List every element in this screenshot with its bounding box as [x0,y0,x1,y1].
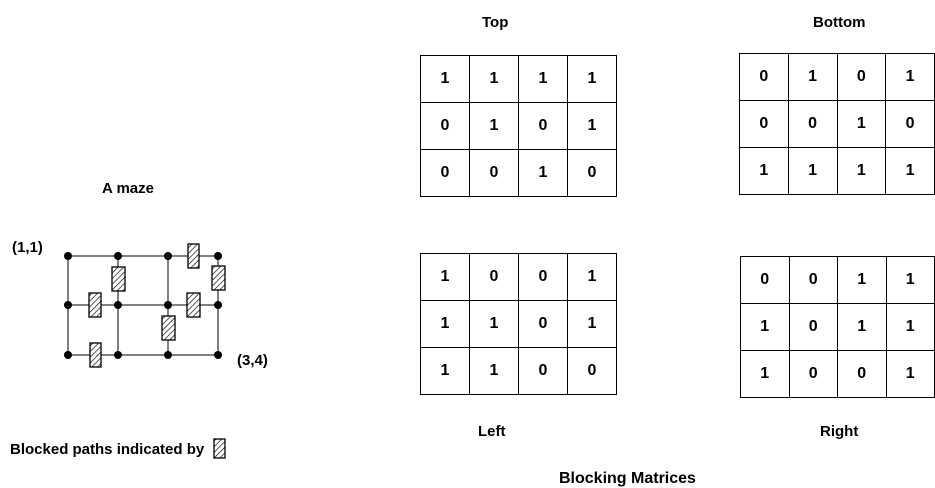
right-matrix: 0 0 1 1 1 0 1 1 1 0 0 1 [740,256,935,398]
legend-text: Blocked paths indicated by [10,440,205,458]
blocked-path-marker [89,342,102,368]
matrix-cell: 1 [469,102,519,150]
matrix-cell: 0 [788,303,838,351]
matrix-cell: 1 [885,303,935,351]
matrix-cell: 1 [885,53,935,101]
matrix-cell: 1 [420,55,470,103]
matrix-row: 0 0 1 0 [739,100,935,148]
matrix-cell: 1 [837,256,887,304]
matrix-row: 0 1 0 1 [739,53,935,101]
matrix-cell: 0 [567,149,617,197]
matrix-cell: 1 [787,147,838,195]
end-label: (3,4) [237,352,268,369]
top-matrix: 1 1 1 1 0 1 0 1 0 0 1 0 [420,55,617,197]
maze-node [64,351,72,359]
matrix-cell: 0 [518,102,568,150]
maze-node [114,252,122,260]
matrix-cell: 1 [740,350,790,398]
maze-node [214,252,222,260]
matrix-cell: 1 [739,147,789,195]
maze-nodes [64,252,222,359]
bottom-matrix-label: Bottom [813,14,866,31]
bottom-matrix: 0 1 0 1 0 0 1 0 1 1 1 1 [739,53,935,195]
maze-node [214,301,222,309]
matrix-cell: 1 [740,303,790,351]
matrix-row: 0 1 0 1 [420,102,617,150]
matrix-cell: 1 [420,300,470,348]
blocked-path-marker [187,243,200,269]
matrix-cell: 0 [518,253,568,301]
matrix-cell: 0 [518,300,568,348]
matrix-cell: 1 [567,300,617,348]
matrix-cell: 1 [518,55,568,103]
matrix-cell: 0 [420,102,470,150]
matrix-cell: 0 [787,100,838,148]
matrix-cell: 0 [739,100,789,148]
matrix-cell: 0 [469,253,519,301]
matrix-cell: 0 [788,256,838,304]
matrix-cell: 1 [885,147,935,195]
matrix-cell: 1 [518,149,568,197]
matrix-cell: 1 [469,300,519,348]
matrix-cell: 0 [836,53,887,101]
matrix-cell: 0 [518,347,568,395]
matrix-cell: 1 [836,100,887,148]
right-matrix-label: Right [820,423,859,440]
matrix-row: 1 1 1 1 [420,55,617,103]
matrix-cell: 1 [420,347,470,395]
matrix-row: 0 0 1 0 [420,149,617,197]
left-matrix: 1 0 0 1 1 1 0 1 1 1 0 0 [420,253,617,395]
blocking-matrices-caption: Blocking Matrices [559,470,696,487]
matrix-row: 1 1 0 0 [420,347,617,395]
maze-node [64,252,72,260]
matrix-row: 1 1 1 1 [739,147,935,195]
maze-node [114,351,122,359]
matrix-cell: 0 [739,53,789,101]
blocked-path-marker [88,292,102,318]
maze-node [64,301,72,309]
left-matrix-label: Left [478,423,506,440]
matrix-cell: 0 [740,256,790,304]
matrix-cell: 1 [787,53,838,101]
blocked-path-marker [161,315,176,341]
matrix-cell: 0 [567,347,617,395]
hatched-block-icon [213,438,226,459]
start-label: (1,1) [12,239,43,256]
legend: Blocked paths indicated by [10,437,228,461]
matrix-row: 1 1 0 1 [420,300,617,348]
maze-node [164,301,172,309]
matrix-cell: 0 [469,149,519,197]
blocked-path-marker [186,292,201,318]
matrix-cell: 1 [469,347,519,395]
matrix-cell: 1 [885,350,935,398]
matrix-cell: 1 [567,102,617,150]
matrix-cell: 1 [567,253,617,301]
matrix-cell: 0 [788,350,838,398]
matrix-cell: 1 [469,55,519,103]
maze-title: A maze [102,180,154,197]
matrix-cell: 1 [567,55,617,103]
matrix-cell: 1 [836,147,887,195]
maze-node [214,351,222,359]
maze-node [114,301,122,309]
matrix-row: 1 0 0 1 [740,350,935,398]
maze-node [164,252,172,260]
matrix-cell: 1 [420,253,470,301]
matrix-row: 0 0 1 1 [740,256,935,304]
matrix-cell: 0 [420,149,470,197]
maze-node [164,351,172,359]
blocked-path-marker [211,265,226,291]
matrix-cell: 1 [885,256,935,304]
matrix-cell: 0 [837,350,887,398]
matrix-row: 1 0 1 1 [740,303,935,351]
matrix-cell: 0 [885,100,935,148]
top-matrix-label: Top [482,14,509,31]
blocked-path-marker [111,266,126,292]
matrix-cell: 1 [837,303,887,351]
matrix-row: 1 0 0 1 [420,253,617,301]
